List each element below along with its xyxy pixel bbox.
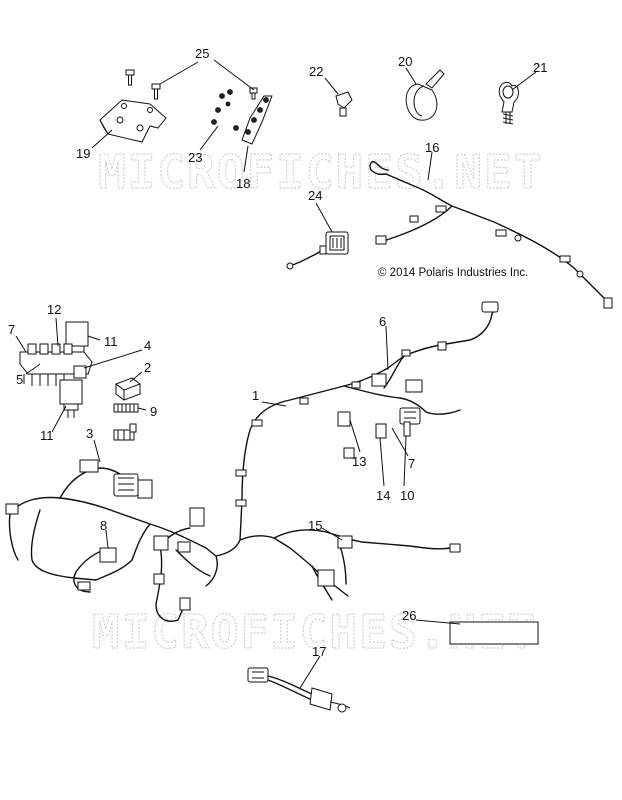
callout-2: 2 <box>144 360 151 375</box>
fuse-part-9 <box>113 403 139 413</box>
bracket-part-19 <box>99 99 167 143</box>
callout-26: 26 <box>402 608 416 623</box>
cable-part-17 <box>247 667 351 713</box>
callout-16: 16 <box>425 140 439 155</box>
callout-1: 1 <box>252 388 259 403</box>
callout-11-top: 11 <box>104 334 118 349</box>
main-harness-part-1 <box>5 301 499 622</box>
grommet-part-21 <box>498 81 519 125</box>
callout-20: 20 <box>398 54 412 69</box>
label-part-26 <box>449 621 539 645</box>
callout-22: 22 <box>309 64 323 79</box>
callout-8: 8 <box>100 518 107 533</box>
callout-5: 5 <box>16 372 23 387</box>
copyright-notice: © 2014 Polaris Industries Inc. <box>378 267 528 279</box>
nut-part-23 <box>211 89 239 131</box>
connector-part-24 <box>286 231 349 270</box>
callout-4: 4 <box>144 338 151 353</box>
callout-15: 15 <box>308 518 322 533</box>
callout-13: 13 <box>352 454 366 469</box>
callout-7-left: 7 <box>8 322 15 337</box>
callout-7-right: 7 <box>408 456 415 471</box>
terminal-strip-part-18 <box>241 95 273 145</box>
callout-14: 14 <box>376 488 390 503</box>
relay-part-11-bottom <box>59 379 83 418</box>
callout-24: 24 <box>308 188 322 203</box>
leader-lines <box>15 59 537 689</box>
clip-part-22 <box>335 91 353 117</box>
callout-25: 25 <box>195 46 209 61</box>
callout-23: 23 <box>188 150 202 165</box>
fuse-block-part-7 <box>19 343 93 386</box>
cover-part-2 <box>115 377 141 401</box>
callout-21: 21 <box>533 60 547 75</box>
callout-17: 17 <box>312 644 326 659</box>
harness-part-16 <box>369 161 613 309</box>
callout-3: 3 <box>86 426 93 441</box>
callout-12: 12 <box>47 302 61 317</box>
callout-11-bottom: 11 <box>40 428 54 443</box>
callout-9: 9 <box>150 404 157 419</box>
callout-6: 6 <box>379 314 386 329</box>
callout-18: 18 <box>236 176 250 191</box>
watermark-top: MICROFICHES.NET <box>98 145 543 199</box>
strap-part-20 <box>405 69 445 121</box>
connector-part-3 <box>113 423 137 441</box>
callout-19: 19 <box>76 146 90 161</box>
bolt-part-25 <box>125 69 258 100</box>
callout-10: 10 <box>400 488 414 503</box>
